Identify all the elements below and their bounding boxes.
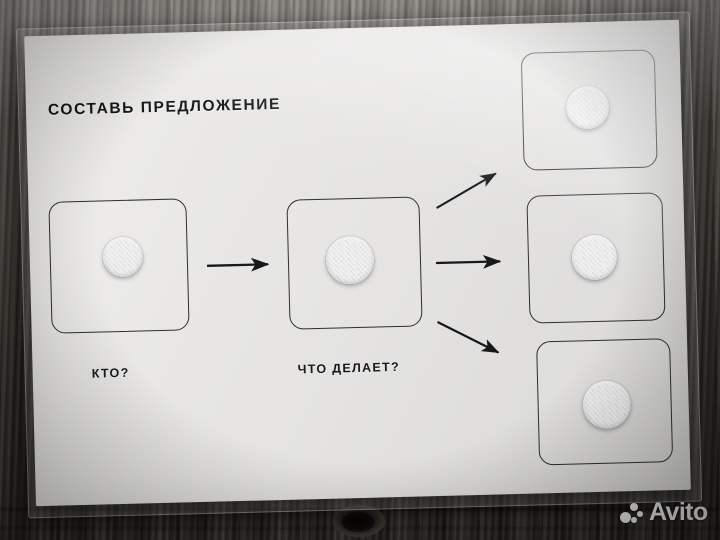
avito-logo-icon — [620, 501, 644, 525]
avito-watermark: Avito — [620, 500, 708, 525]
wood-knot-core — [341, 512, 375, 532]
arrow-verb-to-object-middle — [435, 254, 502, 269]
avito-wordmark: Avito — [649, 498, 708, 526]
arrow-verb-to-object-bottom — [437, 321, 500, 354]
arrow-layer — [206, 172, 502, 354]
arrow-verb-to-object-top — [436, 172, 497, 209]
arrow-who-to-verb — [206, 257, 270, 272]
paper-card: СОСТАВЬ ПРЕДЛОЖЕНИЕ КТО — [24, 19, 691, 507]
worksheet-content: СОСТАВЬ ПРЕДЛОЖЕНИЕ КТО — [24, 20, 691, 506]
